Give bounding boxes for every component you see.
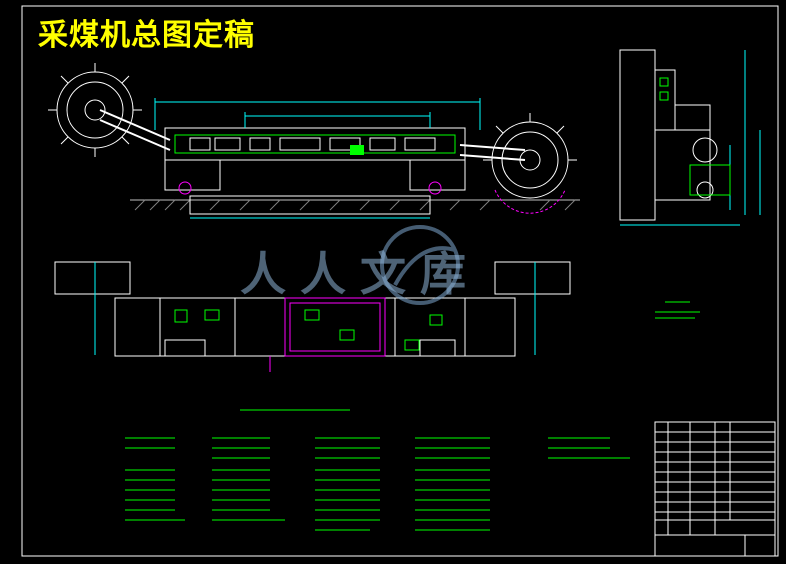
plan-view	[54, 261, 571, 372]
watermark-text: 人人文库	[240, 247, 480, 301]
view-note	[655, 301, 700, 319]
side-elevation-view	[48, 63, 580, 219]
end-view	[619, 49, 761, 226]
ground-hatch	[134, 199, 576, 211]
bom-title-block	[654, 421, 776, 557]
drawing-frame	[21, 5, 779, 557]
watermark-logo-icon	[380, 225, 460, 305]
drawing-title: 采煤机总图定稿	[38, 18, 255, 53]
technical-spec-blocks	[125, 437, 630, 531]
